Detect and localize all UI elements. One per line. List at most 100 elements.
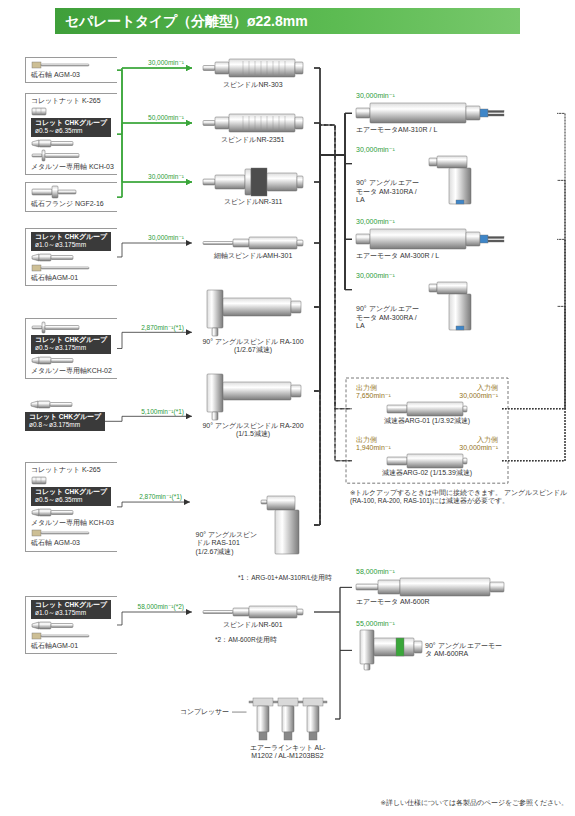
metal-part: [233, 608, 249, 616]
metal-part: [32, 140, 39, 147]
speed-label: 30,000min⁻¹: [147, 173, 185, 181]
node-label: 減速器ARG-02 (1/15.39減速): [382, 469, 472, 477]
node-label: ø1.0～ø3.175mm: [35, 241, 86, 249]
metal-part: [203, 179, 215, 185]
speed-label: 30,000min⁻¹: [356, 272, 395, 280]
connector: [117, 612, 192, 625]
angle-illustration: [205, 374, 301, 420]
metal-part: [229, 114, 295, 132]
speed-label: 出力側 7,650min⁻¹: [356, 384, 400, 401]
angleMotor-illustration: [429, 282, 491, 330]
angle-air-motor: 30,000min⁻¹ 90° アングル エアーモータ AM-310RA / LA: [352, 144, 557, 206]
connector: [502, 180, 565, 408]
motor-illustration: [356, 228, 506, 250]
node-label: 90° アングルスピンドル RA-200 (1/1.5減速): [194, 422, 312, 439]
node-label: ø1.0～ø3.175mm: [35, 609, 86, 617]
metal-part: [429, 284, 437, 292]
speed-label: 30,000min⁻¹: [356, 146, 395, 154]
accessory-group: コレット CHKグループø1.0～ø3.175mm砥石軸AGM-01: [25, 228, 117, 286]
part-label: コンプレッサー: [180, 708, 229, 716]
metal-part: [407, 402, 463, 416]
metal-part: [212, 412, 218, 420]
metal-part: [212, 328, 218, 336]
collet-illustration: [31, 401, 72, 408]
part: [32, 633, 41, 639]
metal-part: [275, 510, 299, 554]
reducer-illustration: [387, 454, 467, 468]
node-label: コレット CHKグループ: [35, 336, 107, 344]
node-row: 90° アングル エアーモータ AM-600RA: [356, 630, 553, 670]
detail-line: [267, 116, 268, 130]
node-slot: コレット CHKグループø1.0～ø3.175mm: [31, 232, 111, 251]
connector: [117, 123, 192, 197]
node-label: 砥石フランジ NGF2-16: [31, 200, 104, 208]
part: [480, 235, 488, 243]
note: *1：ARG-01+AM-310R/L使用時: [238, 574, 332, 582]
connector: [314, 587, 352, 612]
metal-part: [42, 150, 45, 161]
detail-line: [36, 477, 37, 484]
collet-group-badge: コレット CHKグループø0.5～ø6.35mm: [31, 487, 111, 506]
spindle: スピンドルNR-601: [192, 603, 314, 631]
metal-part: [356, 234, 370, 244]
metal-part: [32, 154, 42, 157]
node-row: 90° アングル エアーモータ AM-310RA / LA: [356, 156, 553, 204]
metal-part: [223, 382, 291, 400]
angle-air-motor: 55,000min⁻¹90° アングル エアーモータ AM-600RA: [352, 618, 557, 672]
metal-part: [203, 121, 215, 126]
metal-part: [39, 509, 51, 516]
part: [253, 698, 273, 706]
metal-part: [31, 401, 38, 408]
metal-part: [229, 59, 295, 77]
metal-part: [291, 301, 301, 313]
connector: [314, 113, 352, 525]
metal-part: [297, 609, 303, 615]
part: [278, 698, 298, 706]
metal-part: [58, 190, 76, 194]
speed-label: 50,000min⁻¹: [147, 114, 185, 122]
collet-group-badge: コレット CHKグループø1.0～ø3.175mm: [31, 600, 111, 619]
connector: [314, 125, 352, 525]
metal-part: [257, 706, 269, 732]
metal-part: [32, 326, 42, 329]
connector: [117, 332, 192, 348]
metal-part: [41, 64, 89, 66]
detail-line: [36, 108, 37, 115]
part: [488, 240, 504, 242]
accessory-group: 砥石軸 AGM-03: [25, 57, 117, 83]
metal-part: [295, 117, 303, 129]
metal-part: [429, 158, 437, 166]
detail-line: [273, 116, 274, 130]
connector: [117, 134, 192, 182]
spindle: スピンドルNR-2351: [192, 110, 314, 146]
node-label: 減速器ARG-01 (1/3.92減速): [384, 417, 470, 425]
node-label: コレット CHKグループ: [35, 119, 107, 127]
part: [251, 168, 267, 196]
metal-part: [466, 106, 480, 120]
node-label: スピンドルNR-303: [223, 81, 282, 89]
reducer: 出力側 7,650min⁻¹入力側 30,000min⁻¹減速器ARG-01 (…: [352, 382, 502, 427]
collet-illustration: [31, 356, 75, 365]
node-label: 砥石軸AGM-01: [31, 642, 78, 650]
part: [259, 732, 267, 740]
metal-part: [374, 638, 414, 656]
metal-part: [203, 242, 233, 245]
spindle311-illustration: [203, 168, 303, 196]
metal-part: [52, 186, 58, 198]
node-label: エアーラインキット AL-M1202 / AL-M1203BS2: [240, 744, 335, 761]
node-label: ø0.5～ø6.35mm: [35, 496, 82, 504]
metal-part: [38, 401, 50, 408]
node-label: 90° アングル エアーモータ AM-310RA / LA: [356, 179, 426, 204]
metal-part: [267, 173, 297, 191]
node-row: 出力側 1,940min⁻¹入力側 30,000min⁻¹: [356, 436, 498, 453]
metal-part: [51, 255, 73, 259]
metal-part: [215, 175, 245, 189]
node-label: エアーモータ AM-300R / L: [356, 252, 439, 260]
accessory-group: コレット CHKグループø0.5～ø3.175mmメタルソー専用軸KCH-02: [25, 318, 117, 379]
metal-part: [207, 374, 223, 412]
metal-part: [51, 510, 73, 514]
metal-part: [267, 496, 295, 510]
metal-part: [370, 103, 466, 123]
metal-part: [45, 326, 79, 330]
